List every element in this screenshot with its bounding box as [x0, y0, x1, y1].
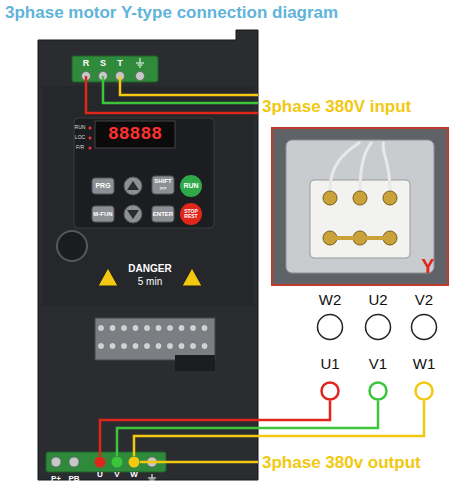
motor-terminal: W1: [411, 356, 438, 401]
up-arrow: [127, 181, 139, 190]
panel-label: R: [83, 59, 90, 69]
terminal-circle: [414, 381, 434, 401]
terminal-circle: [128, 456, 140, 468]
panel-label: 5 min: [138, 276, 162, 287]
input-wire: [120, 76, 258, 95]
motor-terminal: V1: [366, 356, 390, 401]
terminal-screws: [82, 72, 145, 81]
output-terminal: U: [92, 456, 108, 480]
output-wire: [140, 461, 258, 464]
terminal-circle: [320, 381, 340, 401]
input-wire: [103, 76, 258, 103]
terminal-label: U1: [318, 356, 342, 373]
indicator-leds: [89, 127, 92, 150]
ground-symbol: [148, 474, 156, 482]
input-wire: [86, 76, 258, 113]
panel-label: STOP REST: [182, 209, 200, 220]
terminal-label: V: [109, 471, 125, 480]
panel-label: PRG: [95, 182, 110, 190]
terminal-label: V1: [366, 356, 390, 373]
panel-label: T: [117, 59, 123, 69]
terminal-label: W2: [314, 292, 346, 309]
motor-leads: [330, 142, 390, 190]
output-wire: [134, 401, 424, 457]
output-wire: [117, 401, 378, 457]
terminal-label: W1: [411, 356, 438, 373]
down-arrow: [127, 210, 139, 219]
panel-label: RUN: [75, 125, 86, 131]
diagram-title: 3phase motor Y-type connection diagram: [5, 3, 338, 23]
terminal-circle: [94, 456, 106, 468]
motor-terminal: V2: [408, 292, 440, 341]
output-terminal: W: [126, 456, 142, 480]
panel-label: M-FUN: [93, 211, 112, 218]
motor-terminal-box: [272, 128, 448, 285]
panel-label: S: [100, 59, 106, 69]
terminal-studs: [323, 191, 397, 245]
terminal-label: U: [92, 471, 108, 480]
panel-label: SHIFT >>: [152, 178, 174, 191]
ground-symbol: [136, 58, 144, 67]
panel-label: P+: [51, 475, 61, 484]
panel-label: LOC: [75, 135, 85, 141]
panel-label: F/R: [76, 145, 84, 151]
star-bridge: [330, 236, 390, 240]
control-terminal-screws: [98, 325, 209, 350]
wiring-note: 3phase 380v output: [262, 454, 421, 473]
terminal-box-inner: [286, 140, 434, 273]
motor-terminal: W2: [314, 292, 346, 341]
control-terminals: [95, 318, 215, 360]
run-button: [180, 175, 202, 197]
panel-label: 88888: [108, 125, 162, 145]
inverter-housing: [38, 30, 258, 480]
terminal-label: U2: [362, 292, 394, 309]
cable-slot: [175, 355, 215, 371]
motor-terminal: U2: [362, 292, 394, 341]
terminal-circle: [111, 456, 123, 468]
terminal-circle: [368, 381, 388, 401]
motor-terminal: U1: [318, 356, 342, 401]
panel-label: PB: [68, 475, 79, 484]
keypad-buttons: [92, 176, 174, 223]
display: [95, 121, 175, 148]
warning-triangle: [182, 268, 202, 286]
panel-label: DANGER: [128, 263, 171, 274]
panel-label: ENTER: [153, 211, 173, 218]
panel-label: RUN: [183, 182, 198, 190]
stop-button: [180, 203, 202, 225]
wiring-note: 3phase 380V input: [262, 98, 411, 117]
warning-triangle: [98, 268, 118, 286]
terminal-label: W: [126, 471, 142, 480]
terminal-circle: [364, 313, 392, 341]
panel-label: Y: [421, 255, 434, 277]
terminal-label: V2: [408, 292, 440, 309]
front-panel: [42, 86, 254, 306]
potentiometer-knob: [57, 231, 87, 261]
output-terminal: V: [109, 456, 125, 480]
terminal-circle: [410, 313, 438, 341]
keypad-panel: [74, 118, 214, 228]
terminal-circle: [316, 313, 344, 341]
terminal-board: [310, 180, 410, 258]
